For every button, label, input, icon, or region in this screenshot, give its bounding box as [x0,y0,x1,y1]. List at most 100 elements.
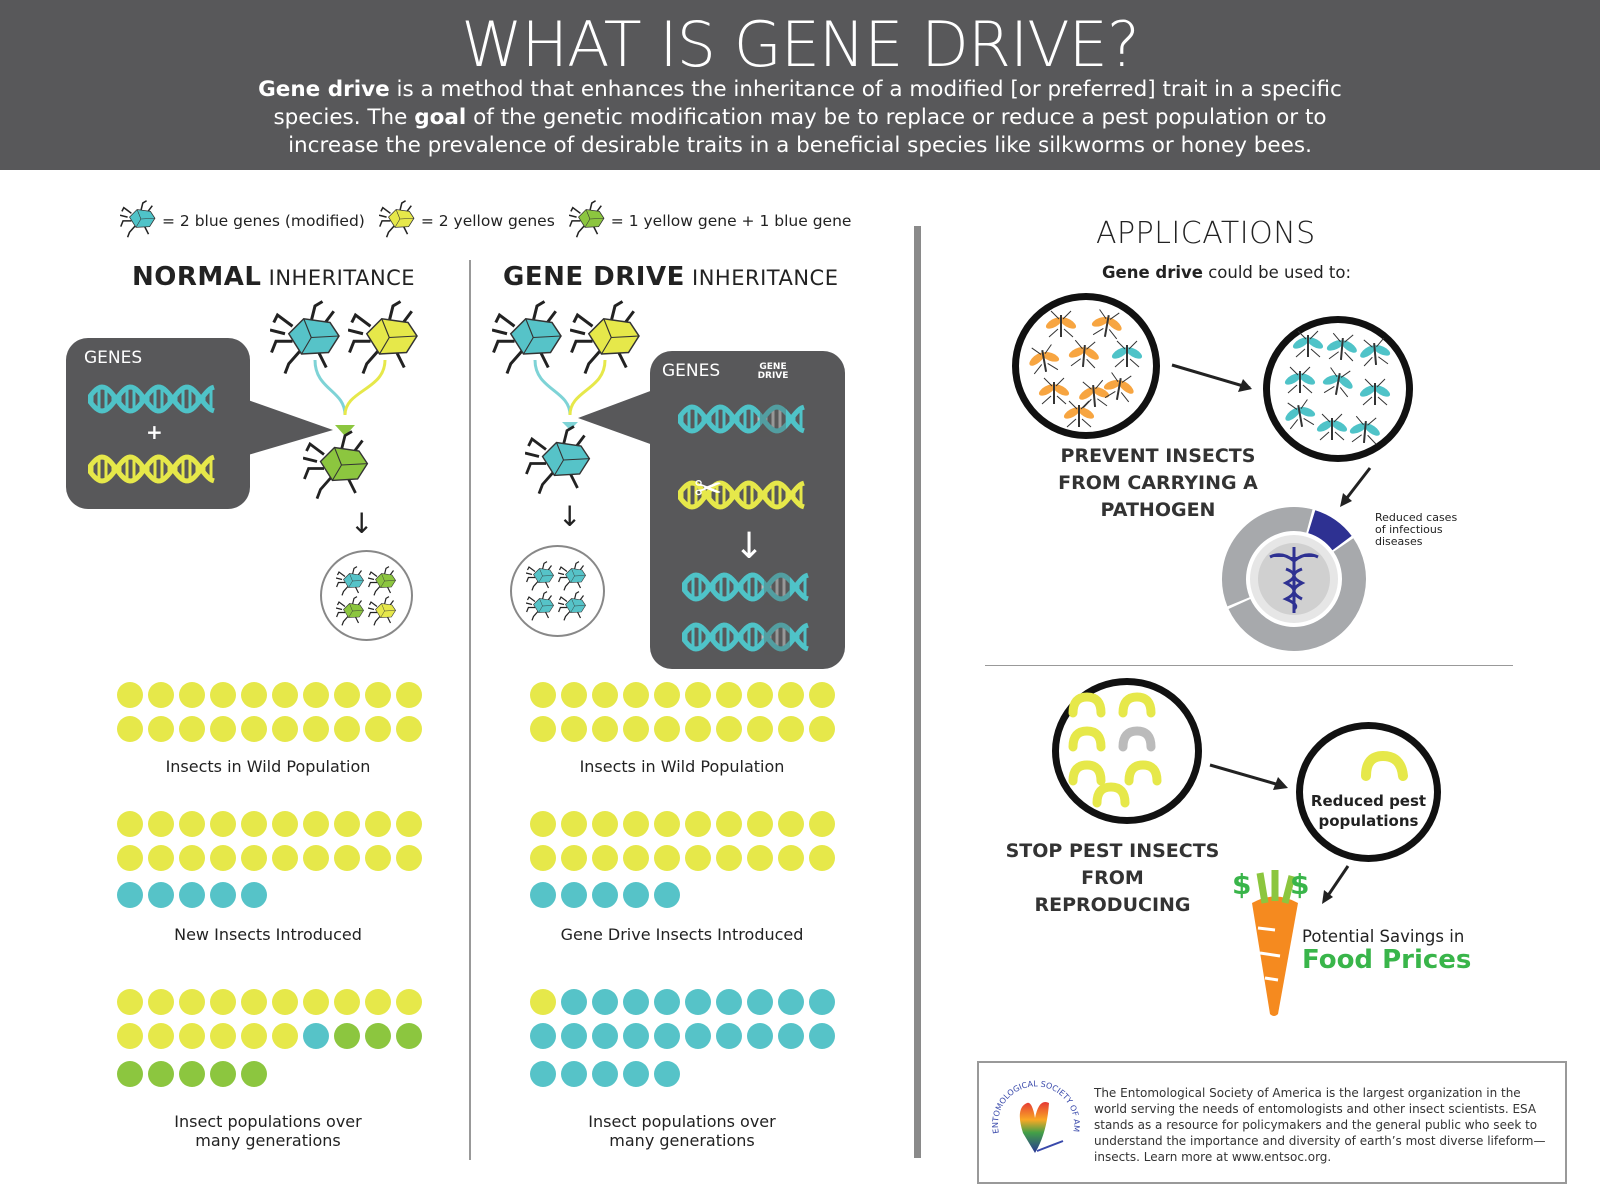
mosquito-icon [1326,332,1357,362]
dollar-icon: $ [1290,868,1310,901]
mosquito-icon [1316,413,1348,441]
reduced-pest-label: Reduced pest populations [1310,792,1427,830]
blue-insect-dot [179,882,205,908]
legend-item-yellow: = 2 yellow genes [378,200,555,242]
yellow-insect-dot [303,716,329,742]
scissors-icon: ✂ [694,469,723,509]
yellow-insect-dot [272,716,298,742]
yellow-insect-dot [210,1023,236,1049]
header-banner: WHAT IS GENE DRIVE? Gene drive is a meth… [0,0,1600,170]
blue-insect-dot [241,882,267,908]
yellow-insect-dot [561,682,587,708]
green-insect-dot [334,1023,360,1049]
yellow-insect-dot [365,682,391,708]
genes-label: GENES [662,361,721,381]
blue-insect-dot [778,989,804,1015]
bug-icon [557,591,588,625]
yellow-insect-dot [809,716,835,742]
blue-parent-bug-icon [491,300,567,379]
yellow-insect-dot [809,682,835,708]
yellow-insect-dot [303,682,329,708]
carrot-icon [1252,870,1298,1016]
blue-insect-dot [716,989,742,1015]
bug-icon [367,596,398,630]
down-left-arrow-icon [1322,865,1350,904]
title-bold: GENE DRIVE [503,262,685,292]
bug-shape [269,300,340,375]
blue-insect-dot [654,882,680,908]
reduced-pest-circle: Reduced pest populations [1296,722,1441,862]
mosquito-icon [1359,378,1391,406]
dna-helix [676,480,805,510]
title-rest: INHERITANCE [261,266,416,290]
section-divider [914,226,921,1158]
donut-segment [1228,538,1366,651]
yellow-dna-icon [676,479,806,517]
callout-pointer [578,390,653,445]
yellow-insect-dot [396,716,422,742]
larva-icon [1124,760,1162,786]
disease-donut-chart [1222,507,1366,651]
bug-shape [525,591,554,621]
yellow-insect-dot [179,682,205,708]
right-arrow-icon [1209,763,1288,790]
blue-insect-dot [303,1023,329,1049]
bug-shape [568,200,605,238]
gene-drive-genes-box: GENES GENE DRIVE ✂ ↓ [650,351,845,669]
yellow-insect-dot [654,682,680,708]
yellow-insect-dot [592,716,618,742]
yellow-insect-dot [716,811,742,837]
yellow-insect-dot [179,989,205,1015]
yellow-insect-dot [592,811,618,837]
yellow-dna-icon [86,453,216,491]
right-arrow-icon [1171,363,1252,392]
green-insect-dot [179,1061,205,1087]
legend-item-green: = 1 yellow gene + 1 blue gene [568,200,851,242]
blue-insect-dot [592,882,618,908]
yellow-insect-dot [241,716,267,742]
genes-label: GENES [84,348,143,368]
yellow-insect-dot [685,716,711,742]
blue-insect-dot [623,882,649,908]
larvae-group-icon [1068,692,1162,808]
bug-shape [378,200,415,238]
yellow-insect-dot [592,845,618,871]
bug-shape [524,425,591,495]
bug-shape [557,591,586,621]
modified-dna-icon [680,621,810,659]
bug-shape [367,596,396,626]
dna-helix [676,403,805,437]
blue-insect-dot [561,1023,587,1049]
blue-insect-dot [685,1023,711,1049]
applications-subtitle: Gene drive could be used to: [1102,263,1351,282]
esa-logo: ENTOMOLOGICAL SOCIETY OF AMERICA [987,1073,1081,1153]
yellow-insect-dot [365,845,391,871]
mosquito-icon [1063,400,1095,428]
yellow-insect-dot [334,845,360,871]
yellow-insect-dot [210,716,236,742]
mosquito-icon [1292,330,1324,358]
blue-offspring-bug-icon [524,425,595,499]
yellow-insect-dot [210,682,236,708]
yellow-insect-dot [303,989,329,1015]
blue-insect-dot [623,989,649,1015]
yellow-insect-dot [716,716,742,742]
legend-item-blue: = 2 blue genes (modified) [119,200,365,242]
applications-divider [985,665,1513,666]
blue-insect-dot [561,1061,587,1087]
yellow-insect-dot [778,845,804,871]
normal-inheritance-title: NORMAL INHERITANCE [132,262,415,292]
bug-shape [525,561,554,591]
yellow-insect-dot [396,682,422,708]
yellow-insect-dot [396,811,422,837]
yellow-insect-dot [716,845,742,871]
yellow-insect-dot [654,716,680,742]
yellow-insect-dot [241,682,267,708]
intro-bold-term: Gene drive [258,77,390,102]
blue-insect-dot [809,989,835,1015]
yellow-insect-dot [272,989,298,1015]
yellow-insect-dot [778,716,804,742]
yellow-insect-dot [117,989,143,1015]
yellow-insect-dot [272,811,298,837]
yellow-insect-dot [210,811,236,837]
